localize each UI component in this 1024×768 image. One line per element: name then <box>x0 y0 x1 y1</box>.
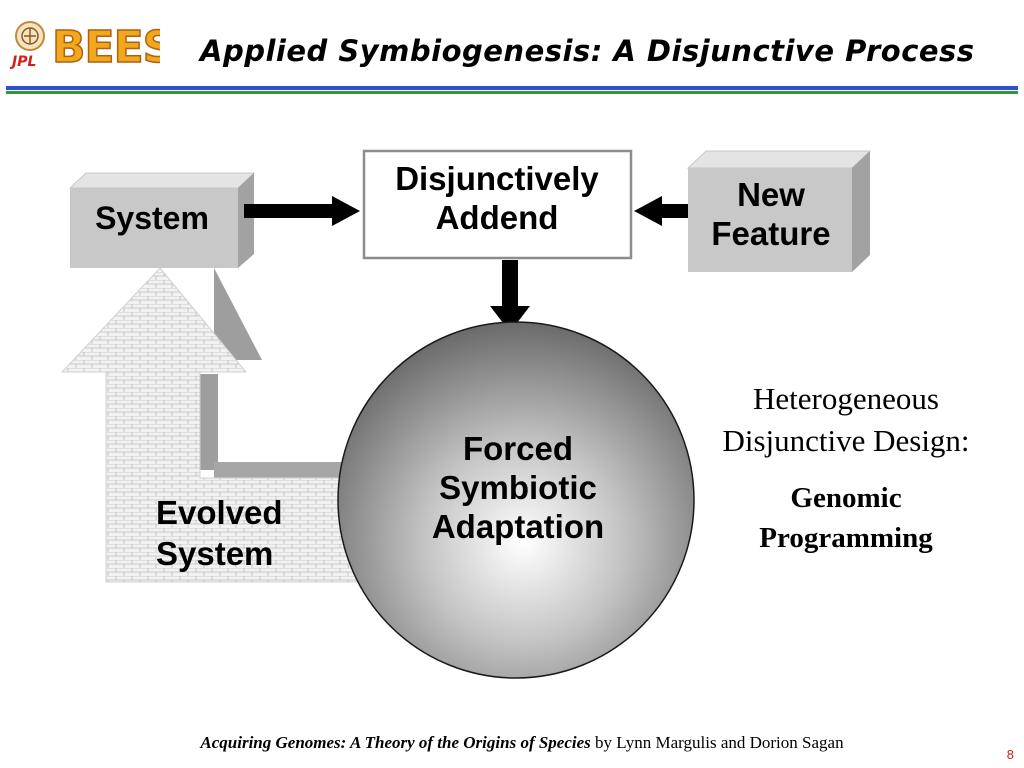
new-feature-label: New Feature <box>690 176 852 254</box>
book-authors: by Lynn Margulis and Dorion Sagan <box>590 733 844 752</box>
addend-label-line2: Addend <box>435 198 559 236</box>
header-rule-blue <box>6 86 1018 90</box>
adaptation-sphere <box>337 321 695 679</box>
addend-label: Disjunctively Addend <box>366 160 628 238</box>
addend-box <box>362 149 633 260</box>
adaptation-label: Forced Symbiotic Adaptation <box>400 430 636 547</box>
system-label: System <box>95 200 209 236</box>
adaptation-label-line1: Forced <box>462 430 574 467</box>
addend-label-line1: Disjunctively <box>395 160 599 197</box>
design-note-line1: Heterogeneous <box>753 381 939 416</box>
design-note-line2: Disjunctive Design: <box>722 422 970 458</box>
jpl-logo-text: JPL <box>10 54 36 70</box>
genomic-line2: Programming <box>759 522 933 555</box>
genomic-programming-note: Genomic Programming <box>698 478 994 558</box>
system-box <box>68 172 256 268</box>
page-number: 8 <box>1006 747 1014 762</box>
header-rule-green <box>6 91 1018 94</box>
arrow-addend-to-adaptation <box>490 260 530 332</box>
new-feature-label-line1: New <box>737 176 805 213</box>
new-feature-box <box>686 150 872 272</box>
adaptation-label-line3: Adaptation <box>431 507 605 545</box>
adaptation-label-line2: Symbiotic <box>439 468 597 506</box>
arrow-system-to-addend <box>244 196 360 226</box>
new-feature-label-line2: Feature <box>711 214 831 252</box>
citation-footer: Acquiring Genomes: A Theory of the Origi… <box>0 733 1024 753</box>
design-note: Heterogeneous Disjunctive Design: <box>698 378 994 462</box>
genomic-line1: Genomic <box>790 482 902 514</box>
page-title: Applied Symbiogenesis: A Disjunctive Pro… <box>200 34 975 68</box>
bees-logo: JPL BEES <box>9 16 175 74</box>
arrow-feature-to-addend <box>634 196 688 226</box>
evolved-label-line2: System <box>156 535 274 573</box>
book-title: Acquiring Genomes: A Theory of the Origi… <box>200 733 591 752</box>
evolved-label-line1: Evolved <box>156 494 283 531</box>
seal-icon <box>15 21 45 51</box>
evolved-system-label: Evolved System <box>136 492 326 575</box>
bees-logo-text: BEES <box>52 22 160 72</box>
